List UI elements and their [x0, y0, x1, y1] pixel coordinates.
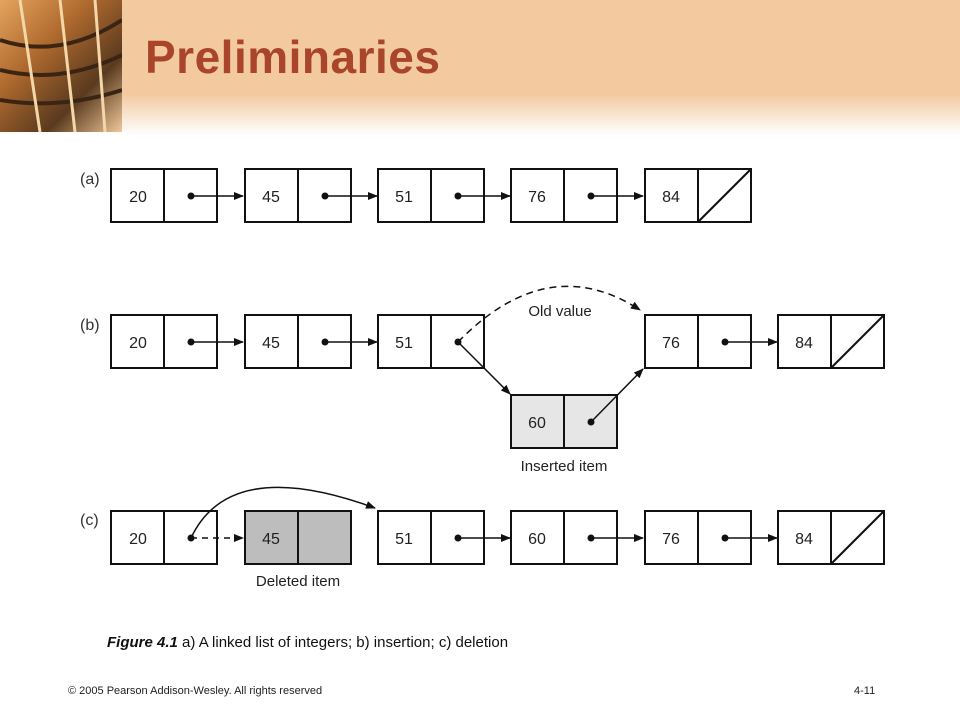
node-value: 45 — [262, 335, 280, 352]
header-photo — [0, 0, 122, 132]
part-b-node-3: 51 — [377, 314, 485, 369]
part-b: (b) 20 45 51 Old value 60 — [80, 285, 885, 475]
null-pointer-slash — [830, 510, 885, 565]
part-c-node-1: 20 — [110, 510, 218, 565]
inserted-pointer-arrow — [590, 368, 644, 423]
node-value: 20 — [129, 335, 147, 352]
node-value: 45 — [262, 189, 280, 206]
part-a: (a) 20 45 51 76 — [80, 168, 752, 223]
inserted-item-label: Inserted item — [521, 458, 608, 475]
node-value: 51 — [395, 531, 413, 548]
node-value: 84 — [662, 189, 680, 206]
deleted-item-label: Deleted item — [256, 573, 340, 590]
old-value-label: Old value — [528, 303, 591, 320]
old-pointer-dashed-arrow — [457, 285, 641, 343]
node-value: 45 — [262, 531, 280, 548]
node-value: 84 — [795, 335, 813, 352]
figure-caption-text: a) A linked list of integers; b) inserti… — [182, 634, 509, 651]
part-b-label: (b) — [80, 317, 100, 334]
bypass-pointer-arrow — [190, 486, 376, 539]
node-value: 51 — [395, 335, 413, 352]
node-value: 60 — [528, 531, 546, 548]
part-a-label: (a) — [80, 171, 100, 188]
node-value: 84 — [795, 531, 813, 548]
linked-list-diagram: (a) 20 45 51 76 — [80, 168, 885, 590]
figure-caption: Figure 4.1 a) A linked list of integers;… — [107, 634, 508, 651]
node-value: 20 — [129, 531, 147, 548]
header-banner: Preliminaries — [0, 0, 960, 135]
node-value: 60 — [528, 415, 546, 432]
deleted-node: 45 — [244, 510, 352, 565]
figure-label: Figure 4.1 — [107, 634, 178, 651]
node-value: 76 — [662, 335, 680, 352]
inserted-node: 60 — [510, 394, 618, 449]
node-value: 51 — [395, 189, 413, 206]
footer-copyright: © 2005 Pearson Addison-Wesley. All right… — [68, 685, 323, 697]
part-c: (c) 20 45 Deleted item 51 60 — [80, 486, 885, 590]
pointer-to-inserted-arrow — [457, 341, 511, 395]
part-b-node-5: 84 — [777, 314, 885, 369]
part-a-node-5: 84 — [644, 168, 752, 223]
header-photo-art — [0, 0, 122, 132]
node-value: 76 — [662, 531, 680, 548]
footer-page-number: 4-11 — [854, 685, 876, 697]
part-c-node-6: 84 — [777, 510, 885, 565]
node-value: 20 — [129, 189, 147, 206]
null-pointer-slash — [697, 168, 752, 223]
node-value: 76 — [528, 189, 546, 206]
page-title: Preliminaries — [145, 31, 441, 83]
part-c-label: (c) — [80, 512, 99, 529]
null-pointer-slash — [830, 314, 885, 369]
